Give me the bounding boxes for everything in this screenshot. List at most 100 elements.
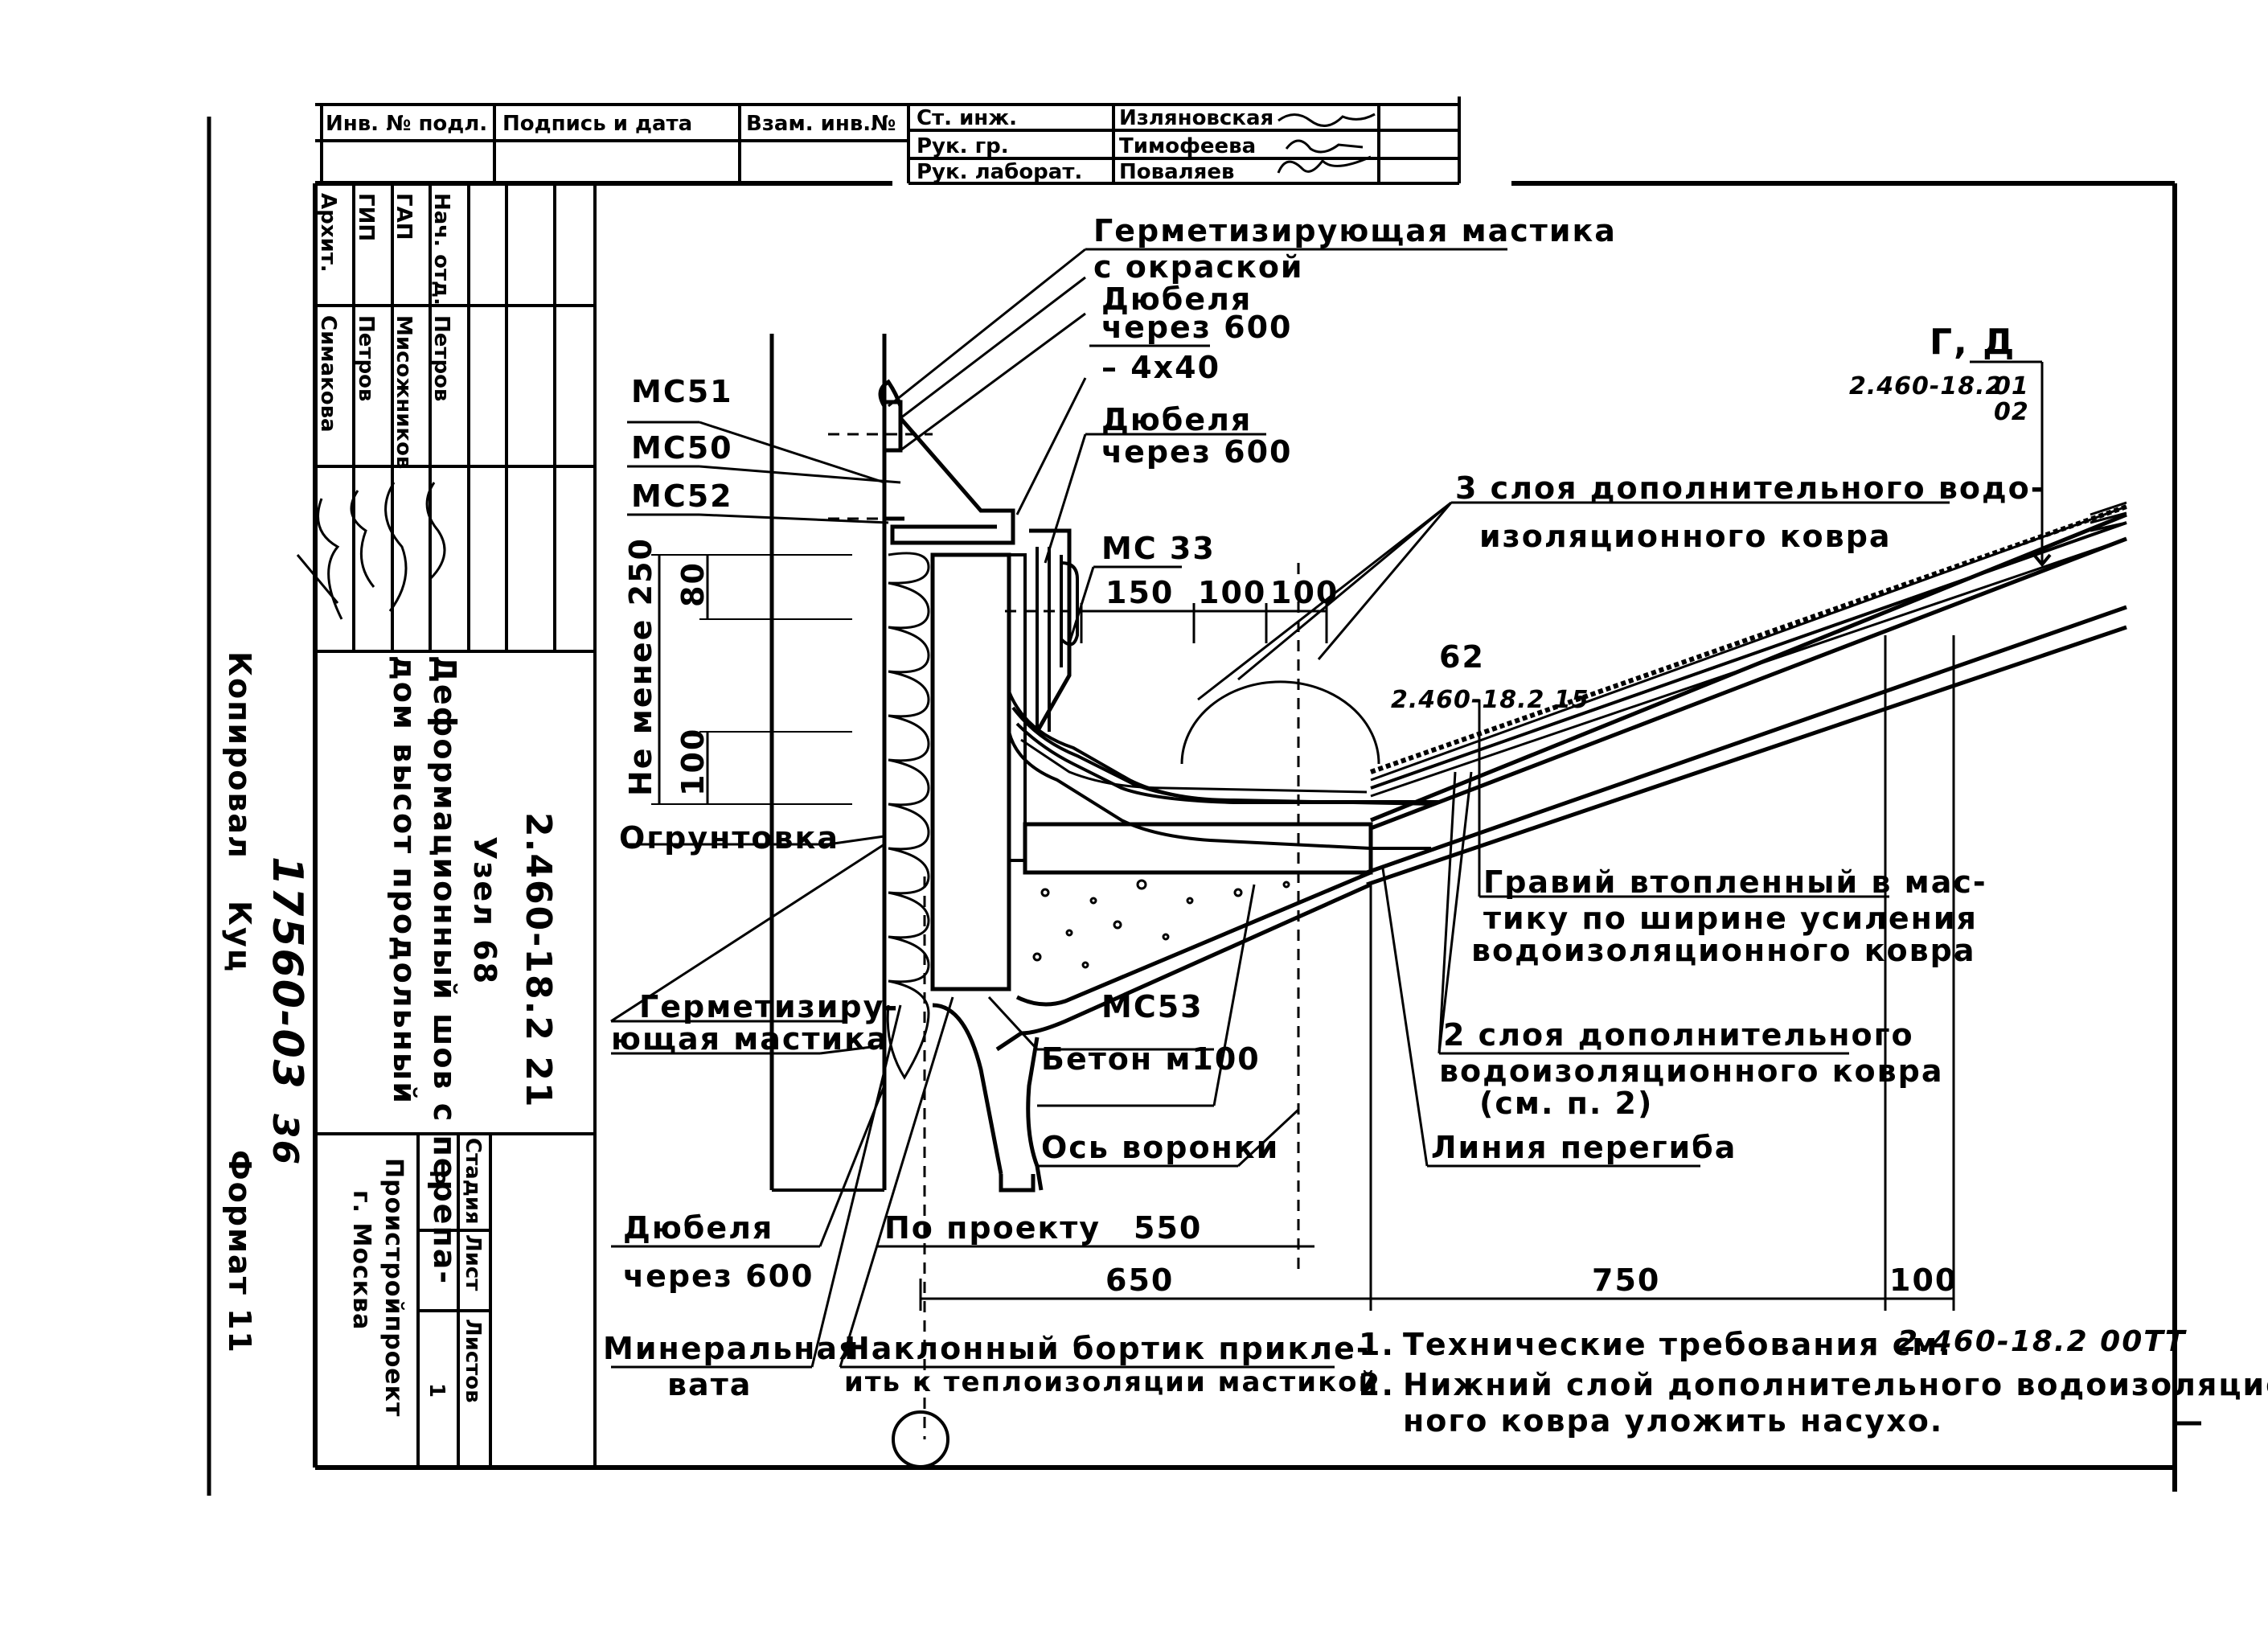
signature-1 bbox=[1278, 113, 1376, 127]
leader-lines bbox=[610, 248, 2052, 1369]
label-dowels2-2: через 600 bbox=[1101, 434, 1292, 470]
name-petrov2: Петров bbox=[429, 315, 453, 401]
name-simakova: Симакова bbox=[316, 315, 340, 433]
name-1: Изляновская bbox=[1119, 106, 1273, 130]
label-concrete: Бетон м100 bbox=[1041, 1041, 1261, 1077]
role-nach: Нач. отд. bbox=[429, 193, 453, 306]
signature-3 bbox=[1277, 155, 1372, 174]
signature-2 bbox=[1285, 139, 1364, 154]
sheet-code: 2.460-18.2 21 bbox=[518, 812, 559, 1109]
label-mineral-1: Минеральная bbox=[603, 1331, 859, 1366]
label-layers3-2: изоляционного ковра bbox=[1479, 519, 1892, 554]
sheets-header: Листов bbox=[461, 1319, 485, 1403]
labels: Герметизирующая мастика с окраской Дюбел… bbox=[603, 213, 2045, 1402]
signatures-left bbox=[296, 482, 446, 620]
sheet-header: Лист bbox=[461, 1234, 485, 1291]
label-funnel-axis: Ось воронки bbox=[1041, 1130, 1279, 1165]
label-mastic-1: Герметизирующая мастика bbox=[1093, 213, 1617, 248]
podpis-data-label: Подпись и дата bbox=[502, 112, 692, 136]
note-1-text: Технические требования см. bbox=[1403, 1327, 1952, 1362]
note-2-number: 2. bbox=[1359, 1367, 1395, 1402]
top-stamp: Инв. № подл. Подпись и дата Взам. инв.№ … bbox=[315, 96, 1461, 185]
inv-podl-label: Инв. № подл. bbox=[326, 112, 487, 136]
label-layers2-3: (см. п. 2) bbox=[1479, 1086, 1653, 1121]
role-gap: ГАП bbox=[392, 193, 416, 240]
note-1-ref: 2.460-18.2 00ТТ bbox=[1897, 1325, 2187, 1358]
label-gravel-1: Гравий втопленный в мас- bbox=[1483, 864, 1987, 900]
label-ref-gd: Г, Д bbox=[1930, 322, 2016, 363]
role-ruk-lab: Рук. лаборат. bbox=[917, 160, 1082, 184]
label-ref-gd-01: 01 bbox=[1994, 372, 2029, 400]
name-petrov: Петров bbox=[354, 315, 378, 401]
vzam-inv-label: Взам. инв.№ bbox=[746, 112, 896, 136]
dim-100-vertical: 100 bbox=[675, 728, 711, 796]
label-ref-gd-02: 02 bbox=[1994, 398, 2029, 426]
label-dowels1-1: Дюбеля bbox=[1101, 281, 1252, 317]
label-ms50: МС50 bbox=[631, 430, 733, 466]
label-curb-2: ить к теплоизоляции мастикой bbox=[844, 1366, 1379, 1398]
label-bend-line: Линия перегиба bbox=[1431, 1130, 1737, 1165]
name-misozh: Мисожников bbox=[392, 315, 416, 469]
notes: 1. Технические требования см. 2.460-18.2… bbox=[1359, 1325, 2268, 1439]
dim-100-a: 100 bbox=[1198, 575, 1266, 610]
dim-650: 650 bbox=[1105, 1262, 1174, 1298]
dim-150: 150 bbox=[1105, 575, 1174, 610]
label-seal-mastic-2: ющая мастика bbox=[611, 1021, 889, 1057]
org-name: Проистройпроект bbox=[379, 1158, 408, 1417]
label-ms52: МС52 bbox=[631, 478, 733, 514]
archive-number: 17560-03 bbox=[263, 856, 311, 1090]
role-arh: Архит. bbox=[316, 193, 340, 273]
node-number: Узел 68 bbox=[467, 836, 502, 985]
dim-550: 550 bbox=[1134, 1210, 1202, 1246]
label-by-project: По проекту bbox=[884, 1210, 1101, 1246]
stage-header: Стадия bbox=[461, 1138, 485, 1225]
dim-100-b: 100 bbox=[1270, 575, 1339, 610]
copier-name: Куц bbox=[222, 901, 257, 973]
label-mineral-2: вата bbox=[667, 1367, 752, 1402]
label-primer: Огрунтовка bbox=[619, 820, 839, 856]
label-layers2-1: 2 слоя дополнительного bbox=[1443, 1017, 1914, 1053]
format-label: Формат 11 bbox=[222, 1150, 257, 1354]
label-dowels1-2: через 600 bbox=[1101, 310, 1292, 345]
role-st-inzh: Ст. инж. bbox=[917, 106, 1017, 130]
label-ms33: МС 33 bbox=[1101, 531, 1216, 566]
label-ref-gd-code: 2.460-18.2 bbox=[1849, 372, 2003, 400]
note-1-number: 1. bbox=[1359, 1327, 1395, 1362]
label-layers3-1: 3 слоя дополнительного водо- bbox=[1455, 470, 2045, 506]
copied-label: Копировал bbox=[222, 651, 257, 860]
sheets-value: 1 bbox=[424, 1383, 449, 1398]
label-ms53: МС53 bbox=[1101, 989, 1204, 1024]
label-ms51: МС51 bbox=[631, 374, 733, 409]
page-number: 36 bbox=[265, 1114, 306, 1166]
dim-750: 750 bbox=[1592, 1262, 1660, 1298]
city: г. Москва bbox=[347, 1190, 375, 1330]
label-dowels3-2: через 600 bbox=[623, 1258, 814, 1294]
dim-100-c: 100 bbox=[1889, 1262, 1958, 1298]
label-strip: – 4х40 bbox=[1101, 350, 1220, 385]
label-mastic-2: с окраской bbox=[1093, 249, 1304, 285]
note-2-text-a: Нижний слой дополнительного водоизоляцио… bbox=[1403, 1367, 2268, 1402]
label-gravel-3: водоизоляционного ковра bbox=[1471, 933, 1976, 968]
title-line-2: дом высот продольный bbox=[387, 655, 422, 1105]
role-ruk-gr: Рук. гр. bbox=[917, 134, 1009, 158]
left-stamp: Архит. ГИП ГАП Нач. отд. Симакова Петров… bbox=[296, 183, 597, 1468]
detail-drawing bbox=[651, 334, 2127, 1468]
label-layers2-2: водоизоляционного ковра bbox=[1439, 1053, 1944, 1089]
name-3: Поваляев bbox=[1119, 160, 1234, 184]
label-ref-62-code: 2.460-18.2 15 bbox=[1391, 686, 1589, 714]
label-curb-1: Наклонный бортик прикле- bbox=[844, 1331, 1371, 1366]
label-gravel-2: тику по ширине усиления bbox=[1483, 901, 1978, 936]
name-2: Тимофеева bbox=[1119, 134, 1256, 158]
label-dowels3-1: Дюбеля bbox=[623, 1210, 773, 1246]
label-seal-mastic-1: Герметизиру- bbox=[639, 989, 899, 1024]
role-gip: ГИП bbox=[354, 193, 378, 241]
label-ref-62: 62 bbox=[1439, 639, 1485, 675]
dim-80: 80 bbox=[675, 561, 711, 607]
label-min-250: Не менее 250 bbox=[623, 537, 658, 796]
stage-value: Р bbox=[424, 1170, 449, 1185]
label-dowels2-1: Дюбеля bbox=[1101, 402, 1252, 437]
note-2-text-b: ного ковра уложить насухо. bbox=[1403, 1403, 1943, 1439]
title-line-1: Деформационный шов с перепа- bbox=[427, 655, 462, 1285]
sheet-frame bbox=[207, 117, 2201, 1496]
